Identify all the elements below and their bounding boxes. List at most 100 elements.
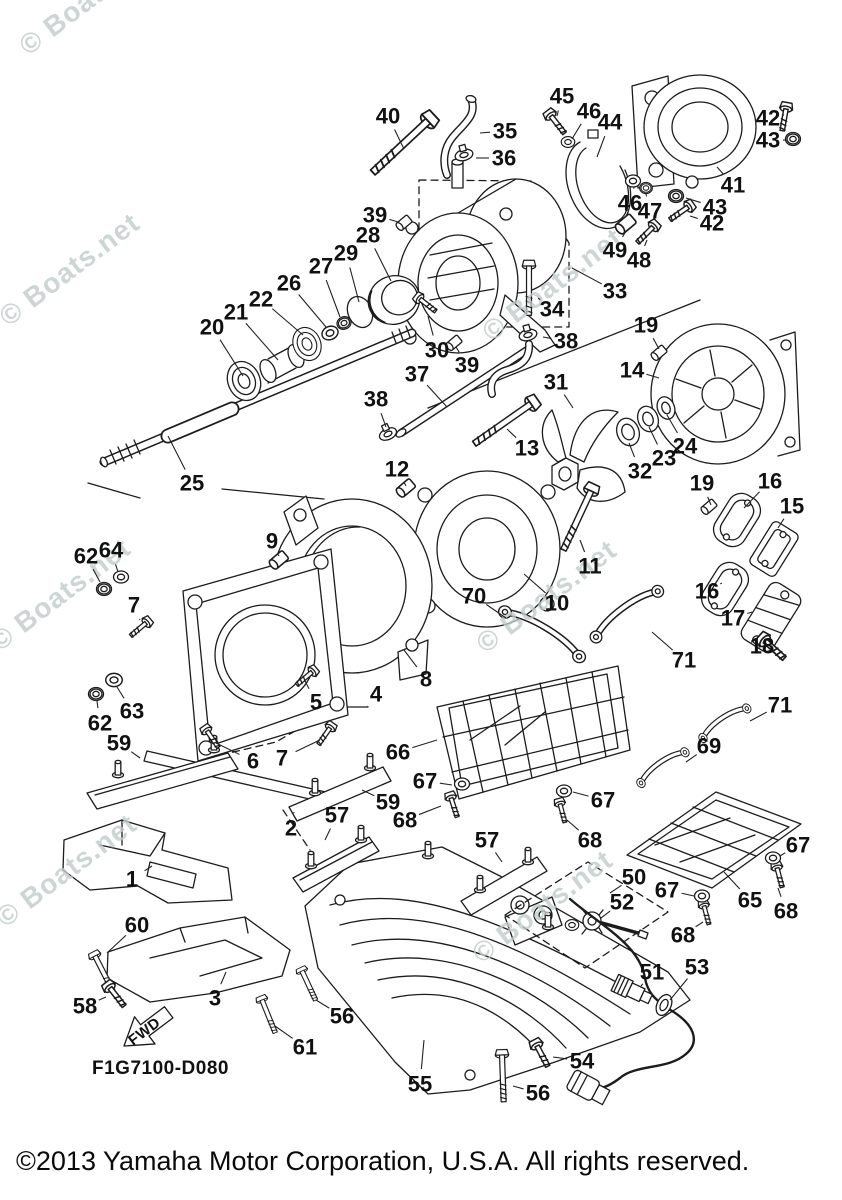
callout-label-39: 39: [363, 203, 387, 228]
washer-67b: [555, 784, 573, 798]
part-code: F1G7100-D080: [92, 1058, 229, 1079]
callout-leader: [106, 934, 127, 954]
callout-leader: [769, 649, 776, 654]
callout-label-30: 30: [425, 338, 449, 363]
callout-leader: [315, 999, 330, 1009]
callout-label-19: 19: [690, 471, 714, 496]
callout-leader: [579, 539, 586, 553]
callout-label-58: 58: [73, 994, 97, 1019]
callout-leader: [689, 215, 698, 219]
callout-label-68: 68: [578, 828, 602, 853]
callout-leader: [685, 754, 698, 763]
callout-label-62: 62: [88, 711, 112, 736]
callout-leader: [494, 852, 503, 863]
callout-label-40: 40: [376, 104, 400, 129]
part-rail-59b: [288, 766, 392, 822]
callout-leader: [116, 686, 125, 699]
callout-label-34: 34: [540, 297, 565, 322]
part-sensor-kit-52: [564, 908, 649, 940]
bolt-56a: [294, 964, 322, 1004]
callout-leader: [412, 739, 438, 749]
stud: [308, 777, 322, 797]
fwd-arrow: [123, 1006, 174, 1047]
callout-label-13: 13: [515, 436, 539, 461]
callout-leader: [566, 819, 580, 831]
callout-label-49: 49: [603, 238, 627, 263]
callout-leader: [749, 711, 768, 722]
callout-leader: [571, 267, 603, 285]
callout-label-7: 7: [128, 593, 140, 618]
part-hose-35: [440, 94, 477, 179]
callout-label-36: 36: [492, 146, 516, 171]
callout-leader: [716, 166, 724, 175]
washer-67a: [453, 777, 471, 791]
part-engine-bracket-3: [106, 916, 291, 1003]
callout-label-45: 45: [550, 84, 574, 109]
callout-leader: [609, 884, 622, 894]
callout-label-52: 52: [610, 890, 634, 915]
watermark: © Boats.net: [0, 207, 145, 332]
clamp-38a: [374, 420, 400, 444]
callout-label-35: 35: [493, 119, 517, 144]
callout-leader: [403, 649, 418, 668]
callout-label-66: 66: [386, 740, 410, 765]
callout-label-44: 44: [598, 110, 623, 135]
callout-leader: [167, 435, 186, 470]
callout-label-27: 27: [309, 254, 333, 279]
callout-label-6: 6: [247, 749, 259, 774]
callout-leader: [455, 346, 460, 353]
callout-leader: [777, 887, 782, 898]
part-spacer-15: [749, 521, 799, 577]
seal-23: [636, 405, 660, 433]
part-grommet-53: [655, 993, 673, 1017]
bolt-68b: [552, 796, 572, 825]
callout-label-67: 67: [591, 788, 615, 813]
part-rail-59a: [86, 752, 239, 810]
callout-label-54: 54: [570, 1049, 595, 1074]
callout-label-57: 57: [475, 828, 499, 853]
part-rail-57a: [292, 836, 380, 893]
callout-label-59: 59: [107, 731, 131, 756]
part-nozzle: [367, 275, 421, 325]
callout-label-19: 19: [634, 313, 658, 338]
stud: [111, 759, 125, 779]
callout-label-17: 17: [721, 606, 745, 631]
callout-leader: [685, 197, 701, 204]
callout-label-46: 46: [577, 99, 601, 124]
callout-label-33: 33: [603, 279, 627, 304]
callout-label-25: 25: [180, 471, 204, 496]
callout-label-55: 55: [408, 1072, 432, 1097]
callout-leader: [304, 680, 310, 689]
callout-label-16: 16: [758, 469, 782, 494]
callout-label-37: 37: [405, 362, 429, 387]
callout-leader: [298, 294, 327, 328]
callout-label-48: 48: [627, 248, 651, 273]
callout-label-29: 29: [334, 241, 358, 266]
callout-leader: [646, 373, 660, 379]
part-arm-69: [634, 745, 691, 789]
callout-leader: [777, 518, 785, 529]
callout-label-70: 70: [462, 584, 486, 609]
callout-leader: [219, 339, 244, 377]
callout-leader: [361, 789, 375, 797]
nut-43b: [667, 188, 685, 204]
washer-67c: [693, 889, 711, 903]
part-exhaust-outlet: [631, 74, 757, 189]
callout-label-9: 9: [266, 529, 278, 554]
callout-leader: [374, 248, 392, 282]
callout-leader: [389, 218, 399, 223]
callout-label-62: 62: [74, 544, 98, 569]
callout-leader: [622, 230, 627, 238]
callout-leader: [600, 910, 611, 919]
callout-label-64: 64: [99, 538, 124, 563]
callout-leader: [652, 337, 660, 350]
callout-label-63: 63: [120, 699, 144, 724]
callout-leader: [648, 426, 658, 445]
part-drive-shaft: [99, 325, 417, 468]
callout-label-15: 15: [780, 494, 804, 519]
part-engine-bracket-1: [62, 819, 233, 904]
callout-label-68: 68: [671, 923, 695, 948]
callout-leader: [506, 428, 517, 439]
callout-label-12: 12: [385, 457, 409, 482]
callout-leader: [666, 414, 678, 434]
